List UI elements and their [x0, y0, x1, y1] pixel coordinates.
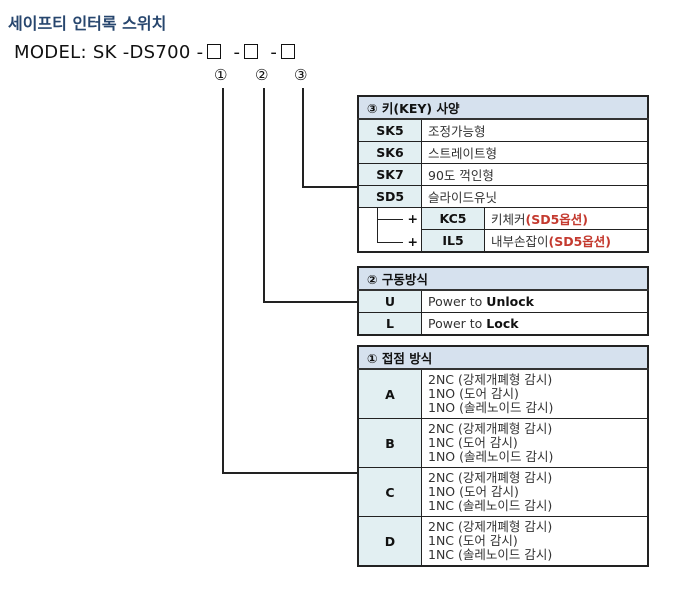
desc: 스트레이트형 — [421, 141, 649, 164]
desc-bold: Lock — [486, 316, 519, 331]
connector-1 — [222, 88, 224, 473]
code: SK7 — [357, 163, 422, 186]
page-title: 세이프티 인터록 스위치 — [8, 14, 167, 33]
line: 2NC (강제개폐형 감시) — [428, 519, 553, 534]
slot-box-3 — [281, 44, 296, 59]
line: 1NO (도어 감시) — [428, 484, 519, 499]
marker-2: ② — [255, 66, 269, 84]
table-header: ① 접점 방식 — [358, 346, 648, 370]
table-row: A 2NC (강제개폐형 감시)1NO (도어 감시)1NO (솔레노이드 감시) — [357, 368, 649, 419]
slot-box-1 — [207, 44, 222, 59]
code: C — [357, 467, 422, 517]
code: SK5 — [357, 118, 422, 142]
line: 1NC (도어 감시) — [428, 533, 518, 548]
code: B — [357, 418, 422, 468]
option-row: IL5 내부손잡이(SD5옵션) — [358, 229, 649, 253]
connector-2 — [263, 88, 265, 302]
tree-branch: + + — [357, 207, 422, 252]
code: A — [357, 368, 422, 419]
code: D — [357, 516, 422, 567]
line: 1NO (솔레노이드 감시) — [428, 400, 554, 415]
marker-1: ① — [214, 66, 228, 84]
slot-box-2 — [244, 44, 259, 59]
desc: 90도 꺽인형 — [421, 163, 649, 186]
plus: + — [407, 234, 418, 249]
table-header: ③ 키(KEY) 사양 — [358, 96, 648, 120]
connector-1 — [222, 472, 357, 474]
note: (SD5옵션) — [548, 234, 612, 249]
table-row: B 2NC (강제개폐형 감시)1NC (도어 감시)1NO (솔레노이드 감시) — [357, 418, 649, 468]
model-code: MODEL: SK -DS700 - - - — [14, 42, 296, 63]
line: 2NC (강제개폐형 감시) — [428, 470, 553, 485]
table-row: L Power to Lock — [357, 312, 649, 336]
code: KC5 — [421, 207, 485, 230]
code: L — [357, 312, 422, 336]
table-header: ② 구동방식 — [358, 267, 648, 291]
sep: - — [233, 42, 241, 63]
code: U — [357, 289, 422, 313]
option-row: + + KC5 키체커(SD5옵션) — [357, 207, 649, 252]
desc-bold: Unlock — [486, 294, 534, 309]
line: 1NC (솔레노이드 감시) — [428, 547, 553, 562]
desc: Power to — [428, 316, 487, 331]
note: (SD5옵션) — [525, 212, 589, 227]
code: SK6 — [357, 141, 422, 164]
model-prefix: MODEL: SK -DS700 — [14, 42, 191, 63]
table-row: C 2NC (강제개폐형 감시)1NO (도어 감시)1NC (솔레노이드 감시) — [357, 467, 649, 517]
sep: - — [196, 42, 204, 63]
table-row: D 2NC (강제개폐형 감시)1NC (도어 감시)1NC (솔레노이드 감시) — [357, 516, 649, 567]
code: IL5 — [421, 229, 485, 253]
sep: - — [270, 42, 278, 63]
line: 1NC (도어 감시) — [428, 435, 518, 450]
plus: + — [407, 211, 418, 226]
code: SD5 — [357, 185, 422, 208]
line: 1NO (솔레노이드 감시) — [428, 449, 554, 464]
connector-3 — [302, 88, 304, 187]
line: 2NC (강제개폐형 감시) — [428, 421, 553, 436]
line: 1NO (도어 감시) — [428, 386, 519, 401]
marker-3: ③ — [294, 66, 308, 84]
line: 2NC (강제개폐형 감시) — [428, 372, 553, 387]
desc: 키체커 — [491, 212, 526, 227]
table-row: U Power to Unlock — [357, 289, 649, 313]
desc: 내부손잡이 — [491, 234, 549, 249]
line: 1NC (솔레노이드 감시) — [428, 498, 553, 513]
drive-table: ② 구동방식 U Power to Unlock L Power to Lock — [357, 266, 649, 336]
connector-2 — [263, 301, 357, 303]
desc: 슬라이드유닛 — [421, 185, 649, 208]
desc: 조정가능형 — [421, 118, 649, 142]
connector-3 — [302, 186, 357, 188]
desc: Power to — [428, 294, 487, 309]
